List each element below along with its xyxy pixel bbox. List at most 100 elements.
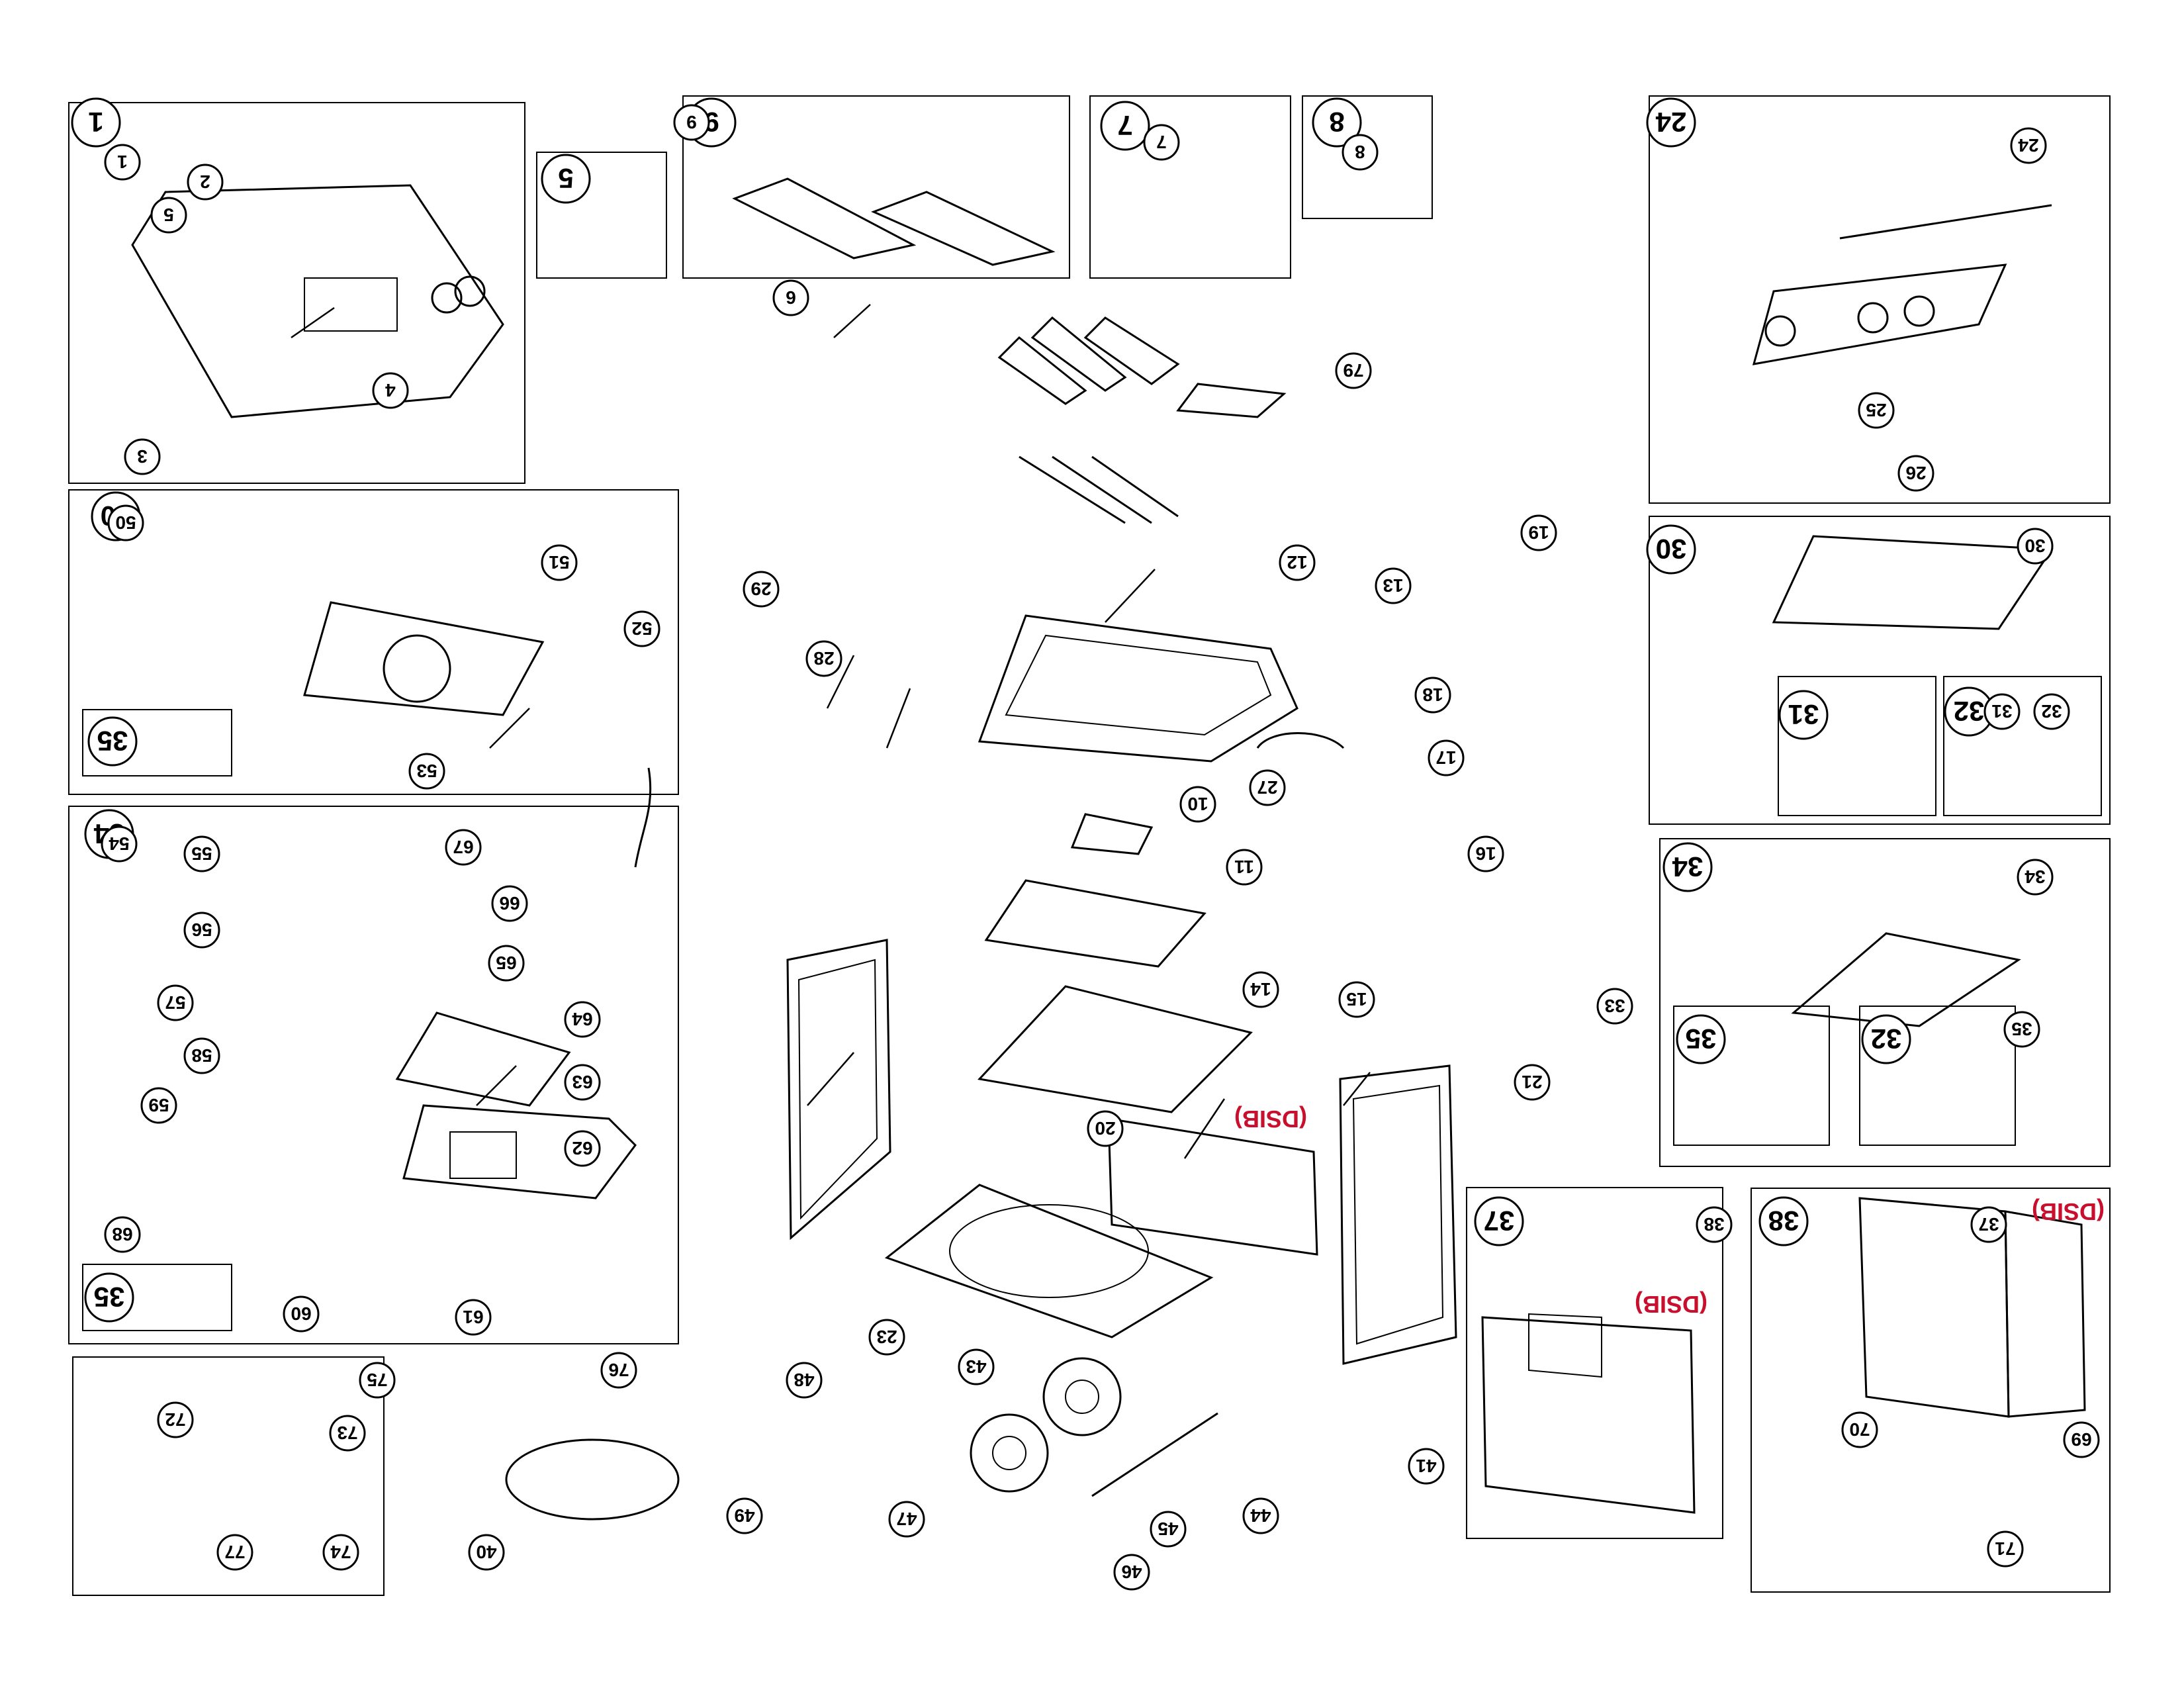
callout-29: 29 [743, 571, 780, 608]
callout-number: 68 [112, 1224, 132, 1244]
part-outlines [131, 177, 2086, 1521]
callout-17: 17 [1428, 739, 1465, 776]
callout-69: 69 [2063, 1421, 2100, 1458]
callout-number: 76 [608, 1360, 629, 1380]
callout-62: 62 [564, 1130, 601, 1167]
callout-number: 77 [224, 1542, 245, 1562]
callout-number: 45 [1158, 1519, 1178, 1539]
callout-bubble [408, 753, 445, 790]
callout-bubble [1696, 1206, 1733, 1243]
callout-60: 60 [283, 1295, 320, 1333]
callout-41: 41 [1408, 1448, 1445, 1485]
callout-number: 7 [1156, 132, 1167, 152]
callout-bubble [1338, 981, 1375, 1018]
callout-40: 40 [468, 1534, 505, 1571]
callout-bubble [183, 1037, 220, 1074]
flame-tamer-part [1083, 316, 1180, 385]
box-label-30: 30 [1646, 524, 1696, 575]
callout-32: 32 [2033, 693, 2070, 730]
door-left-part [1339, 1064, 1457, 1365]
callout-33: 33 [1596, 988, 1633, 1025]
callout-bubble [455, 1299, 492, 1336]
callout-bubble [1520, 514, 1557, 551]
callout-number: 52 [631, 618, 652, 639]
callout-bubble [1897, 455, 1934, 492]
box-label-8: 8 [1312, 97, 1362, 148]
box-9-frame [682, 95, 1070, 279]
callout-bubble [1242, 971, 1279, 1008]
callout-bubble [1113, 1554, 1150, 1591]
box-labels: 1597824303132343235383750355435 [71, 97, 1994, 1323]
callout-bubble [1242, 1497, 1279, 1534]
callout-number: 4 [385, 380, 396, 400]
callout-number: 2 [200, 171, 210, 192]
callout-bubble [359, 1362, 396, 1399]
callout-number: 70 [1849, 1419, 1870, 1440]
callout-1: 1 [104, 144, 141, 181]
callout-48: 48 [786, 1362, 823, 1399]
box-label-number: 35 [97, 726, 128, 757]
box-label-bubble [541, 154, 591, 204]
dsib-shelf-part [2004, 1210, 2086, 1418]
callout-bubble [107, 504, 144, 541]
box-30-frame [1649, 516, 2111, 825]
callout-bubble [564, 1064, 601, 1101]
callout-53: 53 [408, 753, 445, 790]
box-32-frame [1943, 676, 2102, 816]
callout-bubble [541, 544, 578, 581]
callout-number: 32 [2041, 701, 2062, 722]
callout-number: 35 [2011, 1019, 2032, 1039]
box-label-bubble [1646, 524, 1696, 575]
box-50-frame [68, 489, 679, 795]
callout-23: 23 [868, 1319, 905, 1356]
callout-75: 75 [359, 1362, 396, 1399]
box-35c-frame [82, 1264, 232, 1331]
wheel-part [970, 1413, 1049, 1493]
box-label-bubble [1778, 690, 1829, 740]
callout-number: 40 [476, 1542, 496, 1562]
callout-number: 17 [1435, 747, 1456, 768]
callout-bubble [491, 885, 528, 922]
callout-bubble [1414, 677, 1451, 714]
callout-bubble [1087, 1110, 1124, 1147]
callout-number: 15 [1346, 989, 1367, 1009]
callout-bubble [2033, 693, 2070, 730]
box-7-frame [1089, 95, 1291, 279]
callout-bubble [157, 1401, 194, 1438]
box-31-frame [1778, 676, 1936, 816]
callout-bubble [150, 197, 187, 234]
dsib-note: (DSIB) [2032, 1198, 2105, 1225]
callout-bubble [183, 835, 220, 872]
callout-number: 16 [1475, 843, 1496, 864]
callout-57: 57 [157, 984, 194, 1021]
callout-3: 3 [124, 438, 161, 475]
callout-number: 14 [1250, 979, 1271, 1000]
box-label-24: 24 [1646, 97, 1696, 148]
callout-number: 6 [786, 287, 796, 308]
callout-bubble [623, 610, 660, 647]
callout-bubble [1226, 849, 1263, 886]
box-label-number: 31 [1788, 699, 1819, 730]
callout-bubble [743, 571, 780, 608]
callout-number: 44 [1250, 1505, 1271, 1526]
callout-number: 57 [165, 992, 185, 1013]
callout-21: 21 [1514, 1064, 1551, 1101]
callout-27: 27 [1249, 769, 1286, 806]
box-34-frame [1659, 838, 2111, 1167]
box-label-bubble [1646, 97, 1696, 148]
callout-number: 27 [1257, 777, 1277, 798]
callout-bubble [1375, 567, 1412, 604]
callout-bubble [216, 1534, 253, 1571]
callout-bubble [564, 1001, 601, 1038]
callout-26: 26 [1897, 455, 1934, 492]
callout-number: 38 [1704, 1214, 1724, 1235]
box-label-38: 38 [1758, 1196, 1809, 1246]
callout-number: 29 [751, 579, 771, 599]
box-label-37: 37 [1474, 1196, 1524, 1246]
callout-bubble [888, 1501, 925, 1538]
callout-bubble [1841, 1411, 1878, 1448]
callout-bubble [673, 104, 710, 141]
box-label-bubble [71, 97, 121, 148]
callout-44: 44 [1242, 1497, 1279, 1534]
